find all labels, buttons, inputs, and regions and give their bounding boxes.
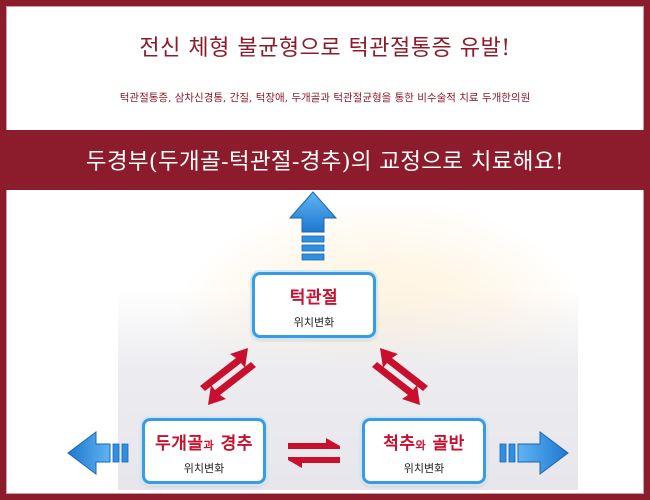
node-skull-neck-title: 두개골과 경추 bbox=[145, 429, 263, 454]
arrow-left-icon bbox=[67, 431, 129, 475]
node-jaw-joint-title: 턱관절 bbox=[289, 288, 339, 308]
subline: 턱관절통증, 삼차신경통, 간질, 턱장애, 두개골과 턱관절균형을 통한 비수… bbox=[119, 92, 531, 104]
node-skull-neck-title-b: 경추 bbox=[220, 434, 253, 454]
diagram-stage: 턱관절 위치변화 두개골과 경추 위치변화 척추와 골반 위치변화 bbox=[0, 190, 650, 494]
arrow-up-icon bbox=[288, 191, 338, 261]
double-arrow-icon bbox=[200, 348, 256, 405]
diagram-arrows bbox=[67, 191, 569, 475]
double-arrow-icon bbox=[288, 438, 340, 468]
node-skull-neck-joiner: 과 bbox=[203, 439, 215, 452]
banner-text: 두경부(두개골-턱관절-경추)의 교정으로 치료해요! bbox=[85, 149, 565, 175]
node-jaw-joint: 턱관절 위치변화 bbox=[252, 272, 376, 338]
node-spine-pelvis-title-b: 골반 bbox=[432, 434, 465, 454]
inner-frame bbox=[6, 6, 644, 494]
arrow-right-icon bbox=[499, 431, 569, 475]
node-jaw-joint-sub: 위치변화 bbox=[293, 316, 335, 329]
node-spine-pelvis-title: 척추와 골반 bbox=[365, 429, 483, 454]
headline: 전신 체형 불균형으로 턱관절통증 유발! bbox=[139, 36, 511, 61]
node-skull-neck-sub: 위치변화 bbox=[183, 462, 225, 475]
banner: 두경부(두개골-턱관절-경추)의 교정으로 치료해요! bbox=[0, 130, 650, 190]
node-spine-pelvis: 척추와 골반 위치변화 bbox=[362, 418, 486, 484]
node-skull-neck: 두개골과 경추 위치변화 bbox=[142, 418, 266, 484]
node-spine-pelvis-joiner: 와 bbox=[415, 439, 427, 452]
node-spine-pelvis-title-a: 척추 bbox=[383, 434, 416, 454]
node-spine-pelvis-sub: 위치변화 bbox=[403, 462, 445, 475]
double-arrow-icon bbox=[372, 348, 428, 405]
node-skull-neck-title-a: 두개골 bbox=[155, 434, 204, 454]
